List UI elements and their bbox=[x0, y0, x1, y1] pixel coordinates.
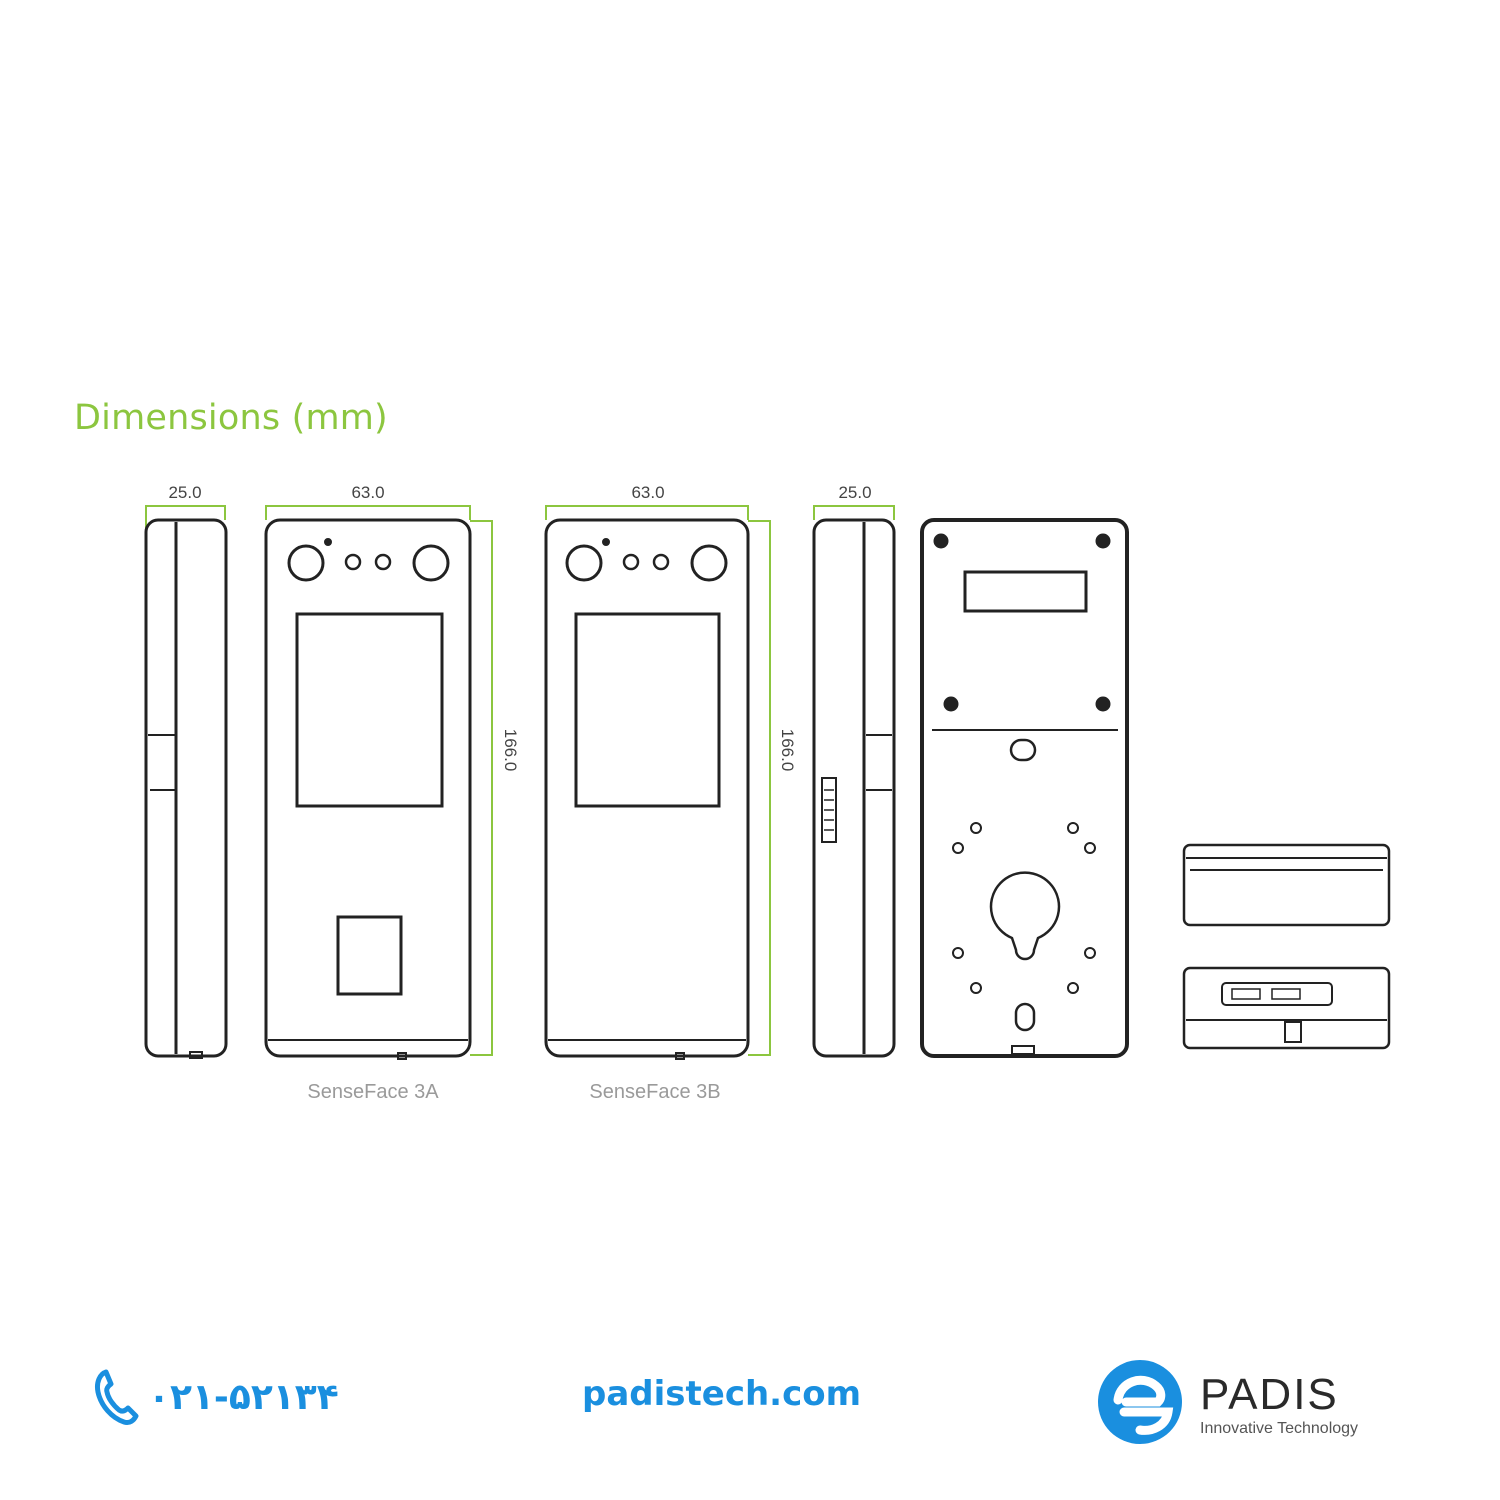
front-view-3b bbox=[544, 518, 750, 1060]
footer-phone[interactable]: ۰۲۱-۵۲۱۳۴ bbox=[92, 1368, 339, 1426]
website-link[interactable]: padistech.com bbox=[582, 1374, 862, 1414]
phone-number: ۰۲۱-۵۲۱۳۴ bbox=[148, 1376, 339, 1418]
front-view-3a bbox=[264, 518, 472, 1060]
top-view bbox=[1182, 843, 1391, 927]
phone-icon bbox=[95, 1369, 139, 1425]
caption-3b: SenseFace 3B bbox=[589, 1081, 720, 1103]
dim-height-3b: 166.0 bbox=[778, 729, 797, 772]
page-title: Dimensions (mm) bbox=[74, 398, 388, 438]
brand-tagline: Innovative Technology bbox=[1200, 1420, 1359, 1437]
dim-width-3b: 63.0 bbox=[631, 483, 664, 502]
side-view-right bbox=[812, 518, 896, 1058]
bottom-view bbox=[1182, 966, 1391, 1050]
side-view-left bbox=[144, 518, 228, 1059]
dim-width-3a: 63.0 bbox=[351, 483, 384, 502]
padis-logo-icon bbox=[1098, 1360, 1182, 1444]
brand-logo: PADIS Innovative Technology bbox=[1096, 1356, 1416, 1446]
caption-3a: SenseFace 3A bbox=[307, 1081, 439, 1103]
back-view bbox=[920, 518, 1129, 1058]
dim-depth-right: 25.0 bbox=[838, 483, 871, 502]
dim-height-3a: 166.0 bbox=[501, 729, 520, 772]
brand-name: PADIS bbox=[1200, 1370, 1339, 1419]
dim-depth-left: 25.0 bbox=[168, 483, 201, 502]
